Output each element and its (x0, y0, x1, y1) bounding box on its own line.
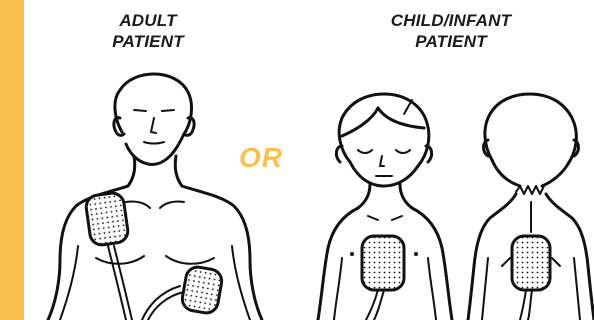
child-front-illustration (312, 90, 462, 320)
adult-lower-left-pad (180, 265, 223, 315)
child-label-line-1: CHILD/INFANT (376, 10, 526, 31)
child-label-line-2: PATIENT (376, 31, 526, 52)
adult-torso-illustration (30, 70, 280, 320)
adult-label-line-2: PATIENT (98, 31, 198, 52)
adult-patient-label: ADULT PATIENT (98, 10, 198, 52)
accent-stripe (0, 0, 24, 320)
child-back-illustration (470, 90, 594, 320)
child-infant-patient-label: CHILD/INFANT PATIENT (376, 10, 526, 52)
child-back-center-pad (512, 236, 550, 290)
adult-upper-right-pad (85, 192, 130, 247)
adult-label-line-1: ADULT (98, 10, 198, 31)
child-front-center-pad (362, 236, 404, 290)
